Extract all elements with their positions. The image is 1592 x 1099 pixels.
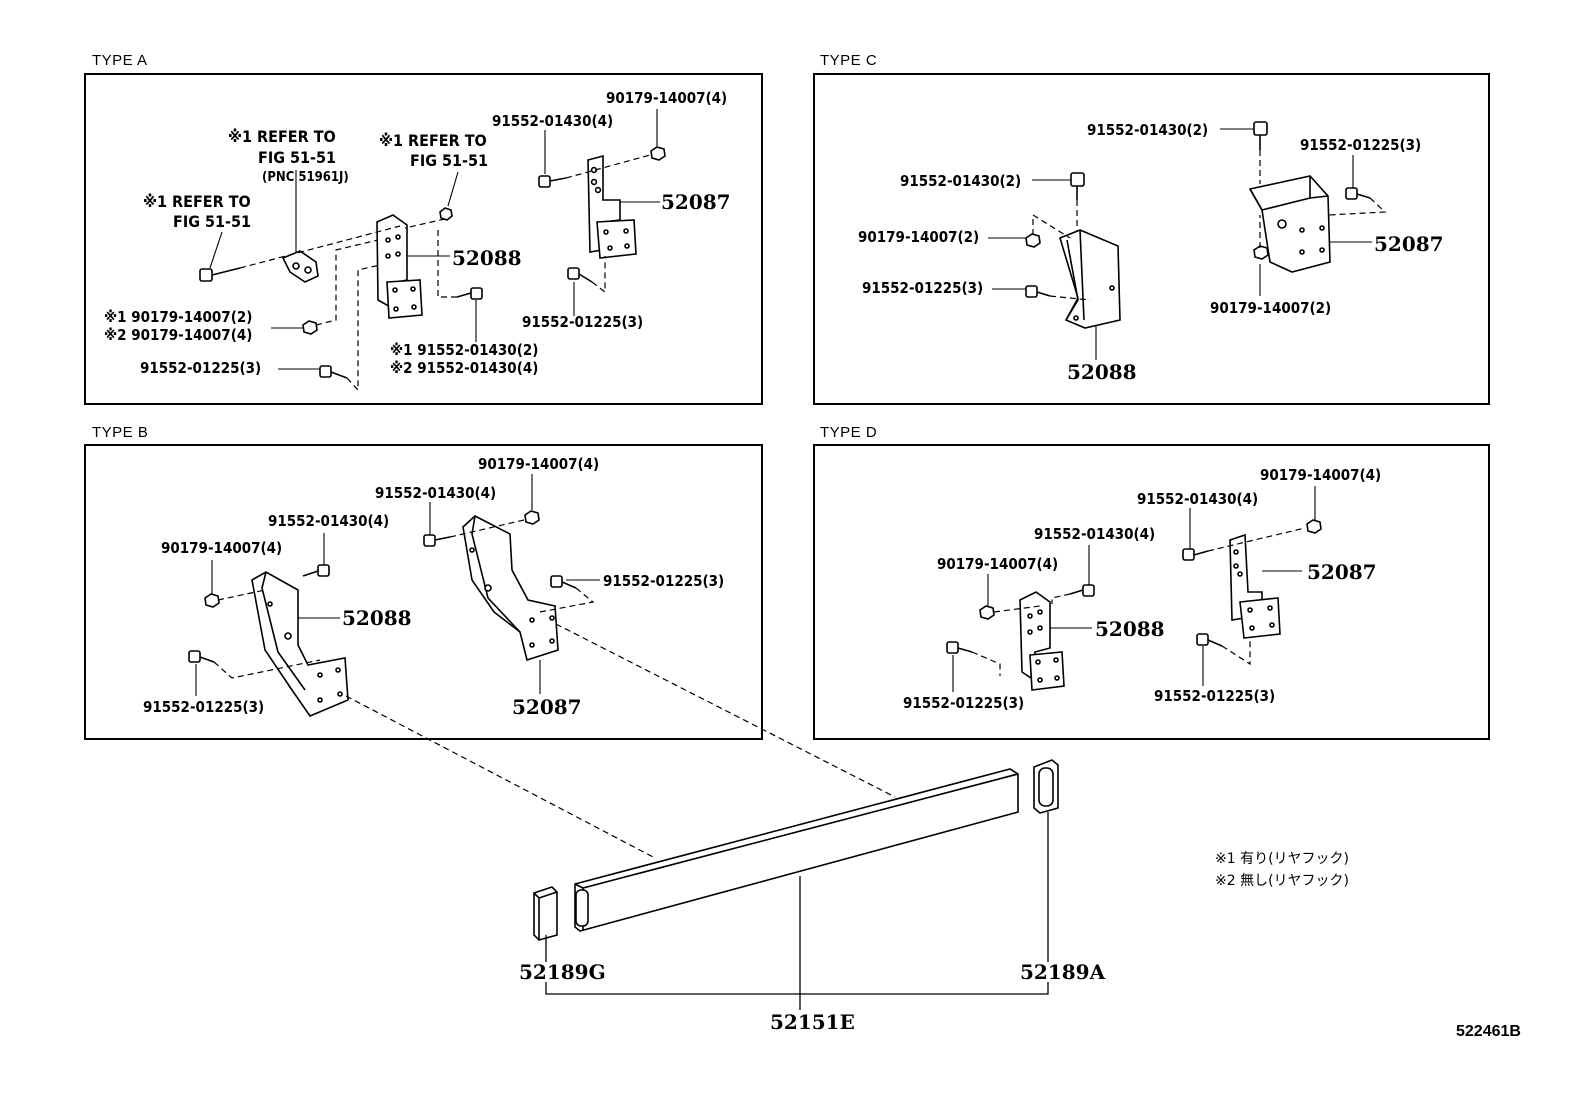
cap-52189a-icon [1033, 759, 1059, 814]
type-a-part-52088-label: 52088 [452, 246, 522, 270]
type-c-bolt-right-label: 91552-01225(3) [1300, 136, 1422, 154]
type-d-bolt-mid-label: 91552-01430(4) [1034, 525, 1156, 543]
illustration-id: 522461B [1456, 1023, 1521, 1040]
type-a-refer-note-2-line2: FIG 51-51 [173, 212, 252, 231]
type-b-bracket-52088-icon [251, 571, 349, 717]
type-a-panel [84, 73, 763, 405]
type-d-part-52087-label: 52087 [1307, 560, 1377, 584]
type-c-fasteners-icon [1025, 121, 1371, 298]
type-a-refer-note-1-line3: (PNC 51961J) [262, 170, 349, 185]
type-a-refer-note-1-line2: FIG 51-51 [258, 148, 337, 167]
type-b-part-52087-label: 52087 [512, 695, 582, 719]
type-c-bolt-left-label: 91552-01430(2) [900, 172, 1022, 190]
footnote-legend: ※1 有り(リヤフック) ※2 無し(リヤフック) [1215, 848, 1349, 892]
type-a-nut-left-label-2: ※2 90179-14007(4) [104, 326, 253, 344]
type-d-nut-top-label: 90179-14007(4) [1260, 466, 1382, 484]
type-d-fasteners-icon [946, 519, 1322, 654]
legend-line-2: ※2 無し(リヤフック) [1215, 873, 1350, 889]
type-a-bolt-low-right-label: 91552-01225(3) [522, 313, 644, 331]
type-b-bolt-right-low-label: 91552-01225(3) [603, 572, 725, 590]
type-c-bolt-left-low-label: 91552-01225(3) [862, 279, 984, 297]
type-a-bracket-52087-icon [587, 154, 637, 259]
type-b-fasteners-icon [188, 510, 577, 663]
type-a-bolt-top-label: 91552-01430(4) [492, 112, 614, 130]
type-d-bolt-left-low-label: 91552-01225(3) [903, 694, 1025, 712]
legend-line-1: ※1 有り(リヤフック) [1215, 851, 1350, 867]
type-c-panel [813, 73, 1490, 405]
type-a-nut-left-label-1: ※1 90179-14007(2) [104, 308, 253, 326]
type-c-title: TYPE C [820, 52, 878, 69]
type-c-bracket-52087-icon [1248, 175, 1331, 273]
type-b-bolt-left-low-label: 91552-01225(3) [143, 698, 265, 716]
type-a-title: TYPE A [92, 52, 148, 69]
type-b-bolt-top-label: 91552-01430(4) [375, 484, 497, 502]
type-c-nut-left-label: 90179-14007(2) [858, 228, 980, 246]
type-a-nut-top-label: 90179-14007(4) [606, 89, 728, 107]
type-a-bolt-mid-label-1: ※1 91552-01430(2) [390, 341, 539, 359]
type-c-nut-right-label: 90179-14007(2) [1210, 299, 1332, 317]
type-a-refer-note-2-line1: ※1 REFER TO [143, 192, 251, 211]
type-a-refer-note-3-line2: FIG 51-51 [410, 151, 489, 170]
type-c-part-52087-label: 52087 [1374, 232, 1444, 256]
type-a-refer-note-1-line1: ※1 REFER TO [228, 127, 336, 146]
type-c-bracket-52088-icon [1059, 229, 1121, 329]
cap-52189a-label: 52189A [1020, 960, 1106, 984]
type-a-refer-note-3-line1: ※1 REFER TO [379, 131, 487, 150]
cap-52189g-icon [533, 886, 558, 941]
type-b-nut-top-label: 90179-14007(4) [478, 455, 600, 473]
type-d-bolt-top-label: 91552-01430(4) [1137, 490, 1259, 508]
type-c-part-52088-label: 52088 [1067, 360, 1137, 384]
type-d-bolt-right-low-label: 91552-01225(3) [1154, 687, 1276, 705]
type-b-nut-left-label: 90179-14007(4) [161, 539, 283, 557]
type-b-part-52088-label: 52088 [342, 606, 412, 630]
type-a-fasteners-icon [199, 146, 666, 379]
type-a-tow-hook-icon [281, 250, 319, 283]
type-a-bracket-52088-icon [376, 214, 423, 319]
type-d-part-52088-label: 52088 [1095, 617, 1165, 641]
type-b-bracket-52087-icon [462, 515, 559, 662]
type-c-bolt-top-label: 91552-01430(2) [1087, 121, 1209, 139]
cap-52189g-label: 52189G [519, 960, 606, 984]
type-b-bolt-left-label: 91552-01430(4) [268, 512, 390, 530]
type-d-title: TYPE D [820, 424, 878, 441]
type-d-bracket-52088-icon [1019, 591, 1065, 691]
type-d-nut-left-label: 90179-14007(4) [937, 555, 1059, 573]
type-b-panel [84, 444, 763, 740]
type-a-bolt-low-left-label: 91552-01225(3) [140, 359, 262, 377]
type-d-bracket-52087-icon [1229, 533, 1281, 639]
type-a-part-52087-label: 52087 [661, 190, 731, 214]
crossmember-52151e-icon [574, 768, 1019, 932]
type-a-bolt-mid-label-2: ※2 91552-01430(4) [390, 359, 539, 377]
type-b-title: TYPE B [92, 424, 149, 441]
crossmember-52151e-label: 52151E [770, 1010, 855, 1034]
type-d-panel [813, 444, 1490, 740]
